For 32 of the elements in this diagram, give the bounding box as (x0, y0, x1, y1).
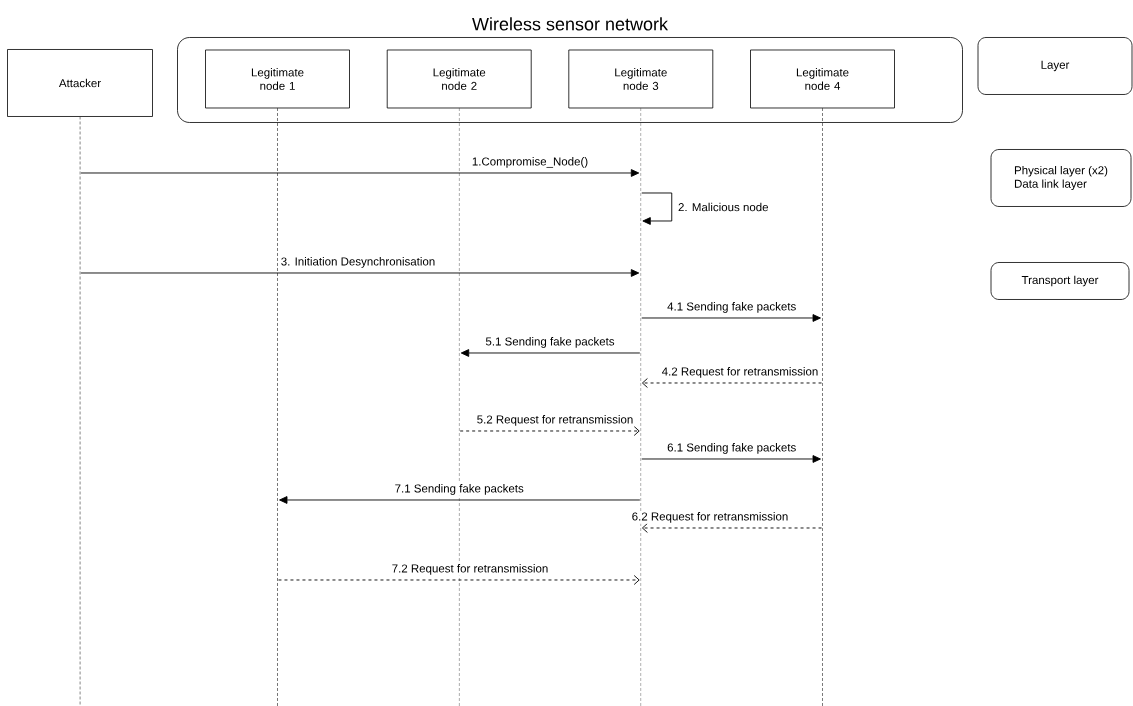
message-label: 6.1 Sending fake packets (666, 442, 798, 455)
message-arrow (459, 426, 640, 436)
message-arrow (460, 349, 641, 357)
participant-box: Legitimate node 4 (750, 49, 895, 109)
layer-box: Physical layer (x2) Data link layer (990, 149, 1132, 207)
participant-box: Legitimate node 3 (568, 49, 714, 109)
message-arrow (80, 169, 640, 177)
layer-box: Layer (977, 37, 1133, 95)
message-arrow (641, 523, 822, 533)
message-label: 4.2 Request for retransmission (660, 366, 820, 379)
message-label: 7.1 Sending fake packets (393, 483, 525, 496)
message-arrow (80, 269, 640, 277)
participant-box: Attacker (7, 49, 153, 117)
message-label: 5.2 Request for retransmission (475, 414, 635, 427)
participant-box: Legitimate node 1 (205, 49, 350, 109)
participant-box: Legitimate node 2 (386, 49, 532, 109)
message-arrow (278, 575, 640, 585)
message-arrow (641, 314, 821, 322)
group-title: Wireless sensor network (472, 17, 669, 31)
message-label: 3. Initiation Desynchronisation (279, 256, 437, 269)
message-label: 2. Malicious node (677, 201, 770, 213)
message-arrow (641, 455, 821, 463)
message-arrow (279, 496, 641, 504)
self-arrow (641, 192, 673, 225)
message-label: 4.1 Sending fake packets (666, 301, 798, 314)
message-arrow (641, 378, 822, 388)
lifeline (79, 116, 81, 706)
layer-box: Transport layer (990, 262, 1130, 300)
message-label: 7.2 Request for retransmission (390, 563, 550, 576)
message-label: 6.2 Request for retransmission (630, 511, 790, 524)
message-label: 5.1 Sending fake packets (484, 336, 616, 349)
message-label: 1.Compromise_Node() (470, 156, 590, 169)
